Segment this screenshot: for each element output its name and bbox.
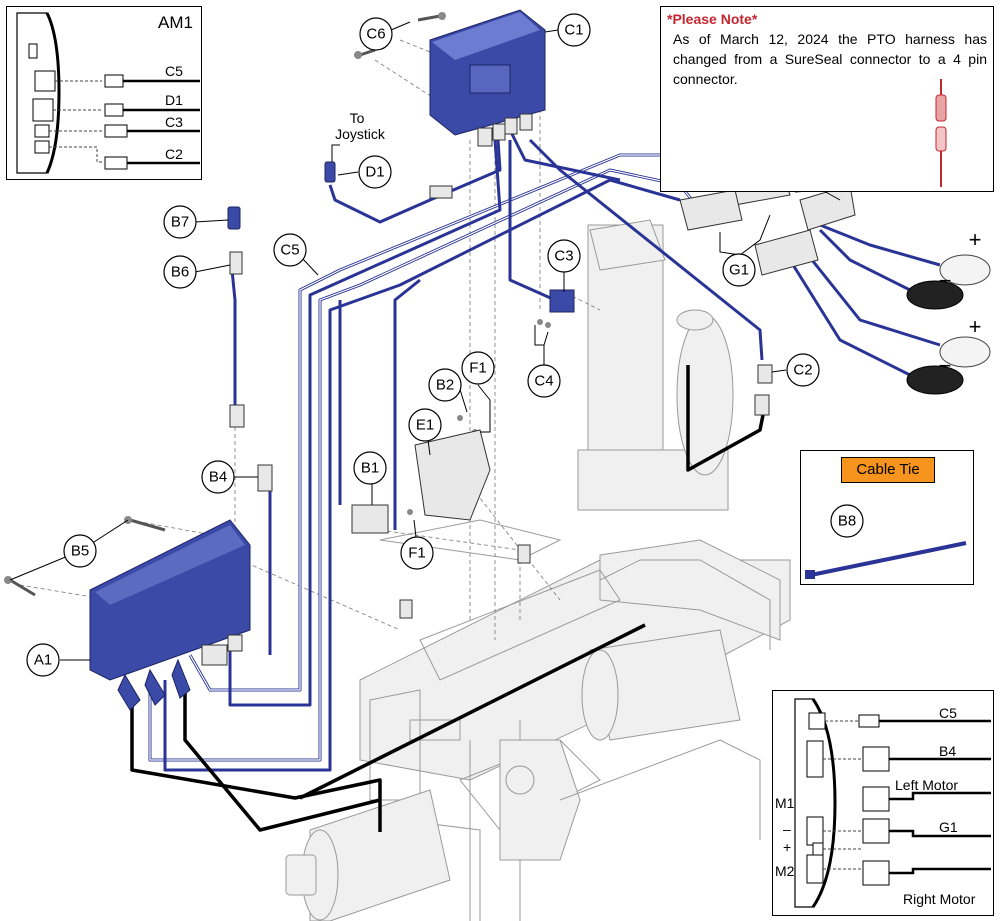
note-title: *Please Note* bbox=[667, 11, 758, 27]
inset-label-b4: B4 bbox=[939, 743, 957, 759]
am1-label-c3: C3 bbox=[165, 114, 183, 130]
joystick-label-line1: To bbox=[350, 110, 365, 126]
callout-c5: C5 bbox=[273, 233, 307, 267]
callout-d1: D1 bbox=[358, 155, 392, 189]
callout-c6: C6 bbox=[359, 17, 393, 51]
svg-text:C4: C4 bbox=[534, 373, 553, 390]
callout-b1: B1 bbox=[353, 451, 387, 485]
callout-c4: C4 bbox=[527, 364, 561, 398]
callout-a1: A1 bbox=[26, 643, 60, 677]
battery-terminals bbox=[906, 254, 991, 395]
battery-signs: + − + − bbox=[939, 227, 982, 378]
battery-sign-4: − bbox=[939, 353, 952, 378]
inset-label-g1: G1 bbox=[939, 819, 958, 835]
am1-canvas bbox=[16, 12, 200, 174]
battery-sign-3: + bbox=[969, 314, 982, 339]
am1-title: AM1 bbox=[158, 13, 193, 32]
svg-text:C3: C3 bbox=[554, 248, 573, 265]
callout-b7: B7 bbox=[163, 205, 197, 239]
callout-c1: C1 bbox=[557, 13, 591, 47]
svg-text:C6: C6 bbox=[366, 26, 385, 43]
svg-text:E1: E1 bbox=[416, 417, 434, 434]
battery-sign-2: − bbox=[939, 268, 952, 293]
cable-tie-title: Cable Tie bbox=[841, 457, 935, 483]
svg-text:B7: B7 bbox=[171, 214, 189, 231]
controller-a1 bbox=[89, 519, 251, 711]
chassis-frame bbox=[329, 519, 791, 921]
am1-label-c5: C5 bbox=[165, 63, 183, 79]
inset-side-plus: + bbox=[783, 839, 792, 855]
inset-label-right-motor: Right Motor bbox=[903, 891, 976, 907]
power-cables bbox=[130, 365, 767, 832]
inset-canvas bbox=[794, 698, 991, 908]
svg-text:C5: C5 bbox=[280, 242, 299, 259]
callout-e1: E1 bbox=[408, 408, 442, 442]
connector-illustration bbox=[935, 79, 947, 187]
svg-text:A1: A1 bbox=[34, 652, 52, 669]
actuator bbox=[577, 219, 734, 511]
svg-text:B5: B5 bbox=[71, 543, 89, 560]
svg-text:F1: F1 bbox=[469, 360, 487, 377]
am1-inset: AM1 C5 D1 C3 C2 bbox=[6, 6, 202, 180]
svg-text:C1: C1 bbox=[564, 22, 583, 39]
connector-inset: C5 B4 Left Motor G1 Right Motor M1 – + M… bbox=[772, 690, 994, 916]
inset-side-m1: M1 bbox=[775, 795, 795, 811]
callout-f1-top: F1 bbox=[461, 351, 495, 385]
callout-c3: C3 bbox=[547, 239, 581, 273]
callout-b8: B8 bbox=[838, 513, 856, 530]
left-motor bbox=[581, 629, 741, 741]
joystick-label: To Joystick bbox=[331, 110, 386, 162]
svg-text:C2: C2 bbox=[793, 362, 812, 379]
svg-text:D1: D1 bbox=[365, 164, 384, 181]
am1-label-c2: C2 bbox=[165, 146, 183, 162]
callout-g1: G1 bbox=[722, 253, 756, 287]
svg-text:G1: G1 bbox=[729, 262, 749, 279]
note-text: As of March 12, 2024 the PTO harness has… bbox=[673, 31, 987, 87]
joystick-label-line2: Joystick bbox=[335, 126, 386, 142]
inset-label-left-motor: Left Motor bbox=[895, 777, 959, 793]
svg-text:B2: B2 bbox=[436, 377, 454, 394]
svg-text:B4: B4 bbox=[209, 469, 227, 486]
battery-sign-1: + bbox=[969, 227, 982, 252]
cable-tie-box: Cable Tie B8 bbox=[800, 450, 974, 585]
cable-tie-canvas: B8 bbox=[805, 504, 967, 579]
right-motor bbox=[285, 789, 451, 921]
callout-b5: B5 bbox=[63, 534, 97, 568]
callout-b6: B6 bbox=[163, 255, 197, 289]
callout-c2: C2 bbox=[786, 353, 820, 387]
inset-side-minus: – bbox=[783, 821, 791, 837]
callout-f1-bottom: F1 bbox=[400, 536, 434, 570]
svg-text:B6: B6 bbox=[171, 264, 189, 281]
am1-label-d1: D1 bbox=[165, 92, 183, 108]
note-box: *Please Note* As of March 12, 2024 the P… bbox=[660, 6, 994, 192]
inset-label-c5: C5 bbox=[939, 705, 957, 721]
inset-side-m2: M2 bbox=[775, 863, 795, 879]
module-c1 bbox=[429, 9, 546, 147]
connectors bbox=[227, 161, 773, 619]
callout-b2: B2 bbox=[428, 368, 462, 402]
svg-text:F1: F1 bbox=[408, 545, 426, 562]
callout-b4: B4 bbox=[201, 460, 235, 494]
svg-text:B1: B1 bbox=[361, 460, 379, 477]
